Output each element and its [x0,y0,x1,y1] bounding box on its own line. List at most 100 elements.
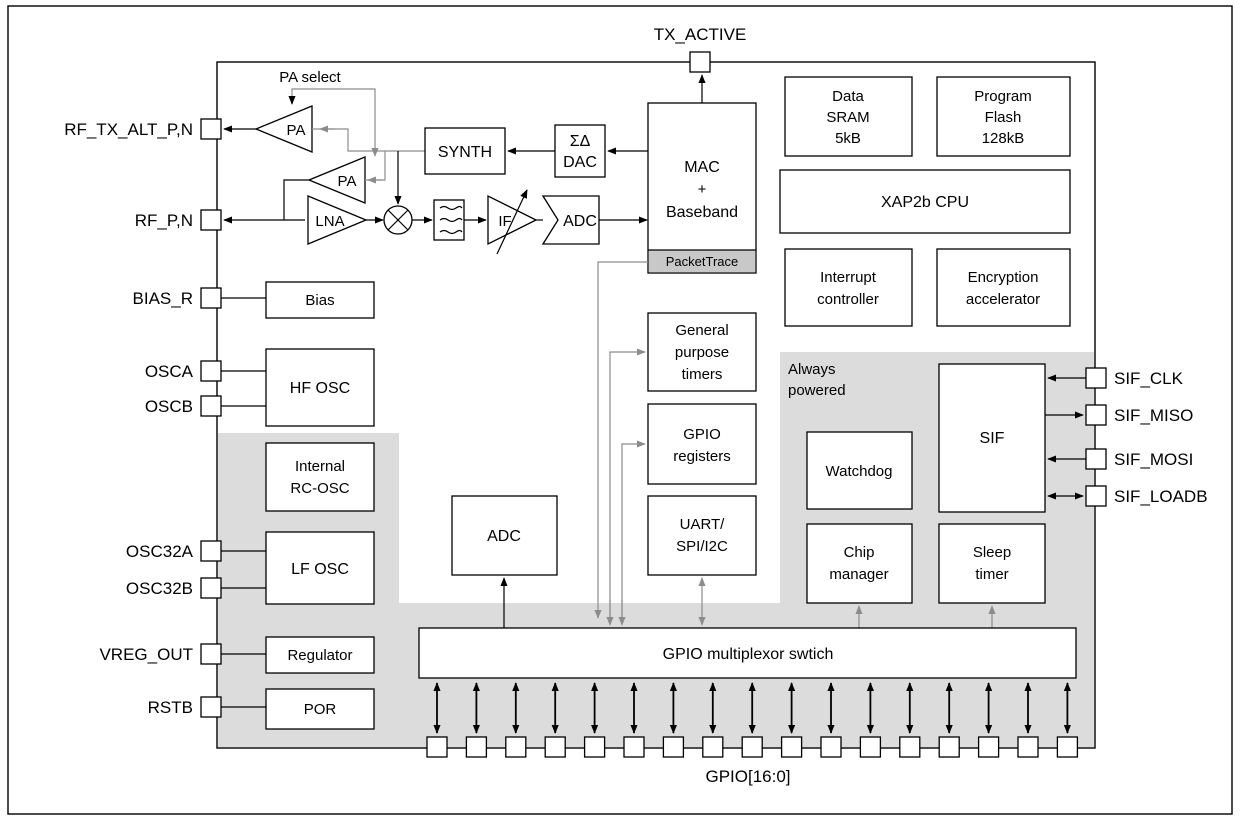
figure-border [7,5,1233,815]
sram-label-line2: SRAM [826,109,869,126]
gpio-reg-label-line2: registers [673,448,731,465]
pin-rf-tx-alt [200,118,222,140]
pin-label-rf-tx-alt: RF_TX_ALT_P,N [64,120,193,139]
pin-label-sif-loadb: SIF_LOADB [1114,487,1208,506]
pin-rstb [200,696,222,718]
pin-osc32b [200,577,222,599]
aux-adc-block [451,495,558,576]
packettrace-to-mux-line [594,261,648,619]
pin-label-osca: OSCA [145,362,194,381]
chip-manager-label-line1: Chip [844,544,875,561]
if-gain-arrow [496,189,528,255]
mux-to-gpio-reg-line [621,440,646,618]
pin-osc32a [200,540,222,562]
pin-label-osc32b: OSC32B [126,579,193,598]
gpio-pin [741,736,763,758]
pin-tx-active [689,51,711,73]
data-sram-block [784,76,913,157]
general-purpose-timers-block [647,312,757,392]
lna-label: LNA [315,213,344,230]
bias-label: Bias [305,292,334,309]
sigma-delta-dac-block [554,124,606,178]
pin-sif-miso [1085,404,1107,426]
flash-label-line3: 128kB [982,130,1025,147]
gpio-pin [780,736,803,758]
gpio-reg-label-line1: GPIO [683,426,721,443]
bias-block [265,281,375,319]
gpio-pin [702,736,724,758]
mac-label-line2: + [698,181,707,198]
gpio-pins [426,682,1079,758]
lf-osc-block [265,531,375,605]
por-block [265,688,375,730]
sif-label: SIF [980,430,1005,447]
gpio-bus-label: GPIO[16:0] [705,767,790,786]
mac-label-line3: Baseband [666,204,738,221]
watchdog-block [806,431,913,510]
pa-select-label: PA select [279,69,341,86]
sleep-timer-block [938,523,1046,604]
gpio-pin [426,736,448,758]
gpio-pin [859,736,882,758]
sif-block [938,363,1046,513]
por-label: POR [304,701,337,718]
uart-label-line2: SPI/I2C [676,538,728,555]
aux-adc-label: ADC [487,528,521,545]
chip-manager-block [806,523,913,604]
pin-label-osc32a: OSC32A [126,542,194,561]
pin-label-rf-pn: RF_P,N [135,211,193,230]
timers-label-line2: purpose [675,344,729,361]
mac-label-line1: MAC [684,159,720,176]
pin-osca [200,360,222,382]
pin-vreg-out [200,643,222,665]
pin-label-sif-clk: SIF_CLK [1114,369,1184,388]
flash-label-line1: Program [974,88,1032,105]
mac-baseband-block [647,102,757,274]
regulator-block [265,636,375,674]
right-pins: SIF_CLK SIF_MISO SIF_MOSI SIF_LOADB [1085,367,1208,507]
if-amplifier [487,194,538,246]
pin-sif-mosi [1085,448,1107,470]
gpio-pin [623,736,645,758]
pin-sif-clk [1085,367,1107,389]
gpio-pin [820,736,842,758]
pin-rf-pn [200,209,222,231]
watchdog-label: Watchdog [826,463,893,480]
synth-label: SYNTH [438,144,492,161]
sram-label-line1: Data [832,88,864,105]
gpio-pin [1017,736,1039,758]
enc-label-line2: accelerator [966,291,1040,308]
pa-top-label: PA [287,122,306,139]
gpio-pin [1056,736,1079,758]
pin-bias-r [200,287,222,309]
pa-bottom-label: PA [338,173,357,190]
internal-rc-osc-block [265,442,375,512]
gpio-pin [938,736,960,758]
always-powered-section: Always powered Watchdog SIF Chip manager… [788,361,1086,628]
sleep-timer-label-line2: timer [975,566,1008,583]
always-powered-label-line2: powered [788,382,846,399]
hf-osc-block [265,348,375,427]
sleep-timer-label-line1: Sleep [973,544,1011,561]
pin-label-bias-r: BIAS_R [133,289,193,308]
cpu-label: XAP2b CPU [881,194,969,211]
sram-label-line3: 5kB [835,130,861,147]
packettrace-strip [649,250,755,272]
uart-spi-i2c-block [647,495,757,576]
packettrace-label: PacketTrace [666,254,739,269]
dac-label-line2: DAC [563,154,597,171]
pin-label-vreg-out: VREG_OUT [99,645,193,664]
xap2b-cpu-block [779,169,1071,234]
timers-label-line1: General [675,322,728,339]
irq-label-line1: Interrupt [820,269,877,286]
interrupt-controller-block [784,248,913,327]
flash-label-line2: Flash [985,109,1022,126]
pa-select-line [291,88,376,148]
regulator-label: Regulator [287,647,352,664]
gpio-mux-label: GPIO multiplexor swtich [663,646,834,663]
hf-osc-label: HF OSC [290,380,350,397]
dac-label-line1: ΣΔ [570,133,591,150]
uart-label-line1: UART/ [680,516,726,533]
